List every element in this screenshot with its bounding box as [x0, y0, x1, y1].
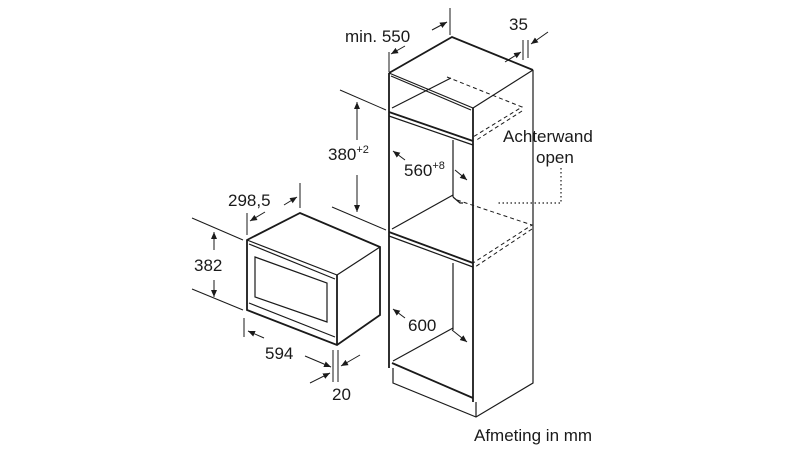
cabinet-width-label: 600: [408, 316, 436, 335]
tall-cabinet: [388, 36, 534, 418]
niche-width-label: 560+8: [404, 160, 445, 180]
appliance-height-label: 382: [194, 256, 222, 275]
rear-gap-label: 35: [509, 15, 528, 34]
back-wall-label: Achterwand: [503, 127, 593, 146]
built-in-appliance: [246, 212, 381, 347]
dimension-lines: [191, 8, 562, 384]
niche-width-value: 560: [404, 161, 432, 180]
back-wall-open-label: open: [536, 148, 574, 167]
appliance-width-label: 594: [265, 344, 293, 363]
units-note: Afmeting in mm: [474, 426, 592, 445]
niche-height-tolerance: +2: [356, 144, 369, 156]
niche-height-label: 380+2: [328, 144, 369, 164]
niche-height-value: 380: [328, 145, 356, 164]
niche-width-tolerance: +8: [432, 160, 445, 172]
appliance-depth-label: 298,5: [228, 191, 271, 210]
front-thickness-label: 20: [332, 385, 351, 404]
cabinet-depth-label: min. 550: [345, 27, 410, 46]
